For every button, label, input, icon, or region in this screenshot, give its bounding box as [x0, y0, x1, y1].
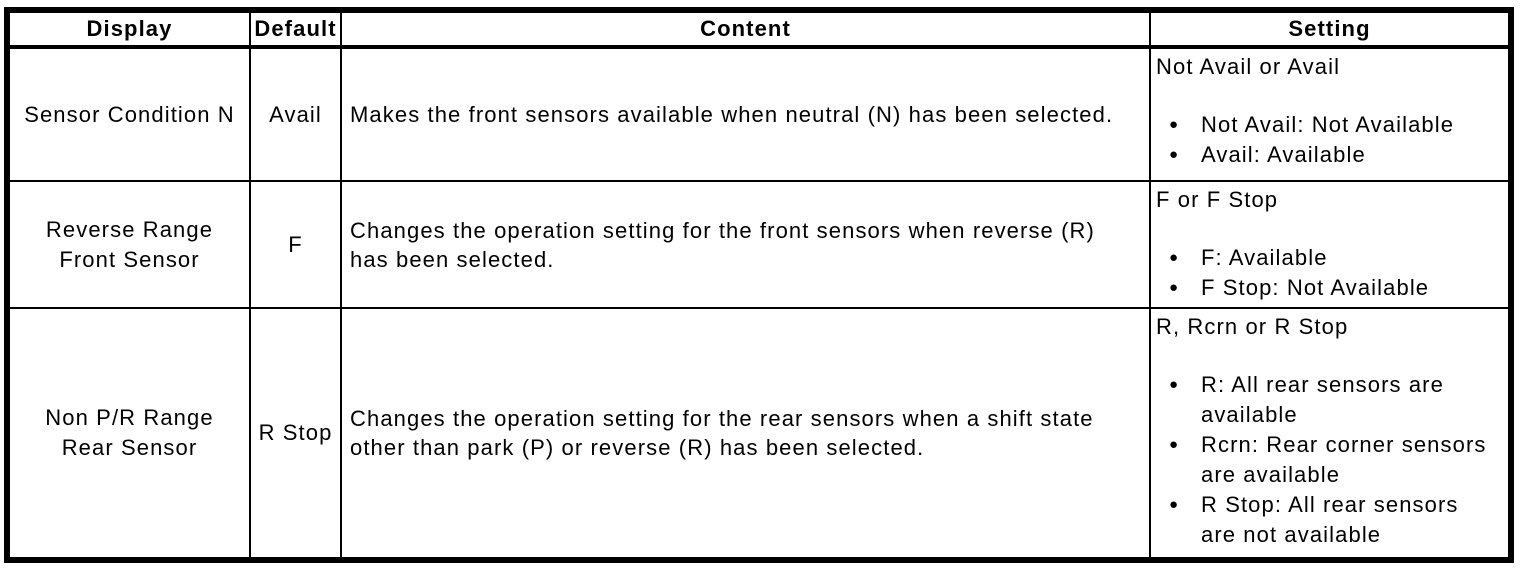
bullet-label: F: Available: [1201, 245, 1328, 270]
content-cell: Changes the operation setting for the fr…: [340, 180, 1151, 309]
content-cell: Makes the front sensors available when n…: [340, 46, 1151, 182]
display-cell: Reverse Range Front Sensor: [6, 180, 251, 309]
bullet-label: F Stop: Not Available: [1201, 275, 1430, 300]
bullet-label: Not Avail: Not Available: [1201, 112, 1455, 137]
list-item: ● Avail: Available: [1156, 140, 1504, 170]
header-row: Display Default Content Setting: [6, 9, 1512, 49]
setting-cell: F or F Stop ● F: Available ● F Stop: Not…: [1149, 180, 1512, 309]
table-row-non-pr-range-rear-sensor: Non P/R Range Rear Sensor R Stop Changes…: [6, 307, 1512, 561]
default-cell: R Stop: [249, 307, 342, 561]
setting-bullet-list: ● R: All rear sensors are available ● Rc…: [1156, 370, 1504, 550]
default-cell: Avail: [249, 46, 342, 182]
table-row-reverse-range-front-sensor: Reverse Range Front Sensor F Changes the…: [6, 180, 1512, 309]
setting-options-line: R, Rcrn or R Stop: [1156, 314, 1349, 339]
bullet-label: Rcrn: Rear corner sensors are available: [1201, 432, 1487, 487]
list-item: ● R Stop: All rear sensors are not avail…: [1156, 490, 1504, 550]
bullet-icon: ●: [1169, 146, 1179, 163]
setting-bullet-list: ● Not Avail: Not Available ● Avail: Avai…: [1156, 110, 1504, 170]
content-cell: Changes the operation setting for the re…: [340, 307, 1151, 561]
setting-bullet-list: ● F: Available ● F Stop: Not Available: [1156, 243, 1504, 303]
sensor-settings-table: Display Default Content Setting Sensor C…: [4, 7, 1514, 563]
setting-options-line: Not Avail or Avail: [1156, 54, 1341, 79]
display-cell: Sensor Condition N: [6, 46, 251, 182]
list-item: ● Rcrn: Rear corner sensors are availabl…: [1156, 430, 1504, 490]
bullet-icon: ●: [1169, 116, 1179, 133]
list-item: ● F: Available: [1156, 243, 1504, 273]
bullet-icon: ●: [1169, 376, 1179, 393]
setting-cell: R, Rcrn or R Stop ● R: All rear sensors …: [1149, 307, 1512, 561]
bullet-icon: ●: [1169, 496, 1179, 513]
bullet-icon: ●: [1169, 249, 1179, 266]
bullet-label: R Stop: All rear sensors are not availab…: [1201, 492, 1459, 547]
setting-options-line: F or F Stop: [1156, 187, 1279, 212]
col-header-content: Content: [340, 9, 1151, 49]
list-item: ● F Stop: Not Available: [1156, 273, 1504, 303]
bullet-label: Avail: Available: [1201, 142, 1366, 167]
bullet-label: R: All rear sensors are available: [1201, 372, 1444, 427]
list-item: ● R: All rear sensors are available: [1156, 370, 1504, 430]
default-cell: F: [249, 180, 342, 309]
col-header-setting: Setting: [1149, 9, 1512, 49]
bullet-icon: ●: [1169, 279, 1179, 296]
display-cell: Non P/R Range Rear Sensor: [6, 307, 251, 561]
table-row-sensor-condition-n: Sensor Condition N Avail Makes the front…: [6, 46, 1512, 182]
setting-cell: Not Avail or Avail ● Not Avail: Not Avai…: [1149, 46, 1512, 182]
col-header-default: Default: [249, 9, 342, 49]
list-item: ● Not Avail: Not Available: [1156, 110, 1504, 140]
col-header-display: Display: [6, 9, 251, 49]
bullet-icon: ●: [1169, 436, 1179, 453]
